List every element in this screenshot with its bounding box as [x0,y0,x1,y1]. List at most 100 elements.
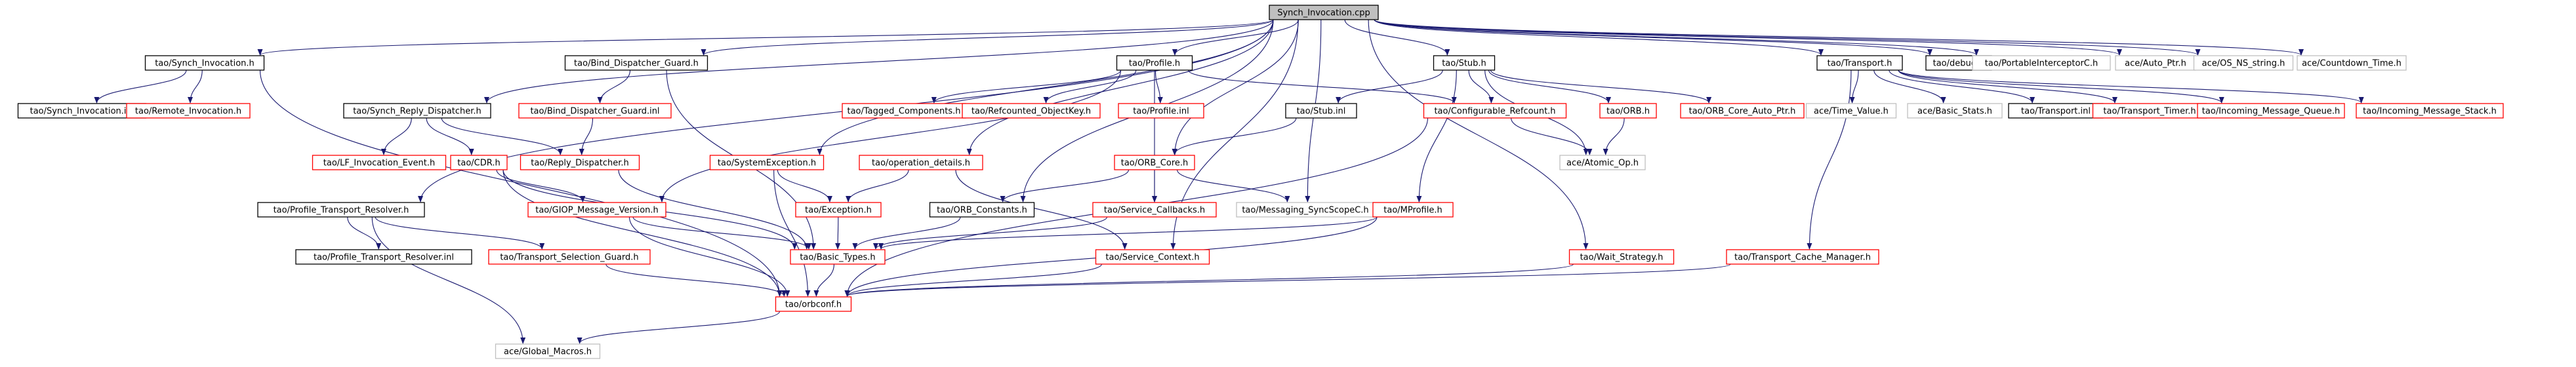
file-node-tr-cache-mgr[interactable]: tao/Transport_Cache_Manager.h [1726,249,1879,265]
edge-root-to-transport-h [1374,19,1824,56]
node-box [527,202,666,218]
file-node-atomic-op: ace/Atomic_Op.h [1559,155,1646,170]
file-node-orb-h[interactable]: tao/ORB.h [1599,103,1657,119]
file-node-reply-disp[interactable]: tao/Reply_Dispatcher.h [520,155,640,170]
file-node-root[interactable]: Synch_Invocation.cpp [1269,5,1379,20]
node-label: tao/Transport.h [1828,59,1892,69]
file-node-orbconf[interactable]: tao/orbconf.h [775,296,852,312]
file-node-profile-inl[interactable]: tao/Profile.inl [1118,103,1204,119]
file-node-giop-ver[interactable]: tao/GIOP_Message_Version.h [527,202,666,218]
edge-transport-h-to-basic-stats [1873,69,1946,104]
file-node-transport-inl[interactable]: tao/Transport.inl [2008,103,2104,119]
node-label: tao/MProfile.h [1383,206,1442,216]
node-label: tao/Synch_Invocation.h [155,59,255,69]
file-node-mprofile[interactable]: tao/MProfile.h [1372,202,1454,218]
node-label: tao/Remote_Invocation.h [135,107,241,117]
file-node-remote-inv[interactable]: tao/Remote_Invocation.h [126,103,251,119]
node-label: tao/Basic_Types.h [800,253,875,263]
node-label: tao/Transport_Selection_Guard.h [500,253,638,263]
node-label: tao/ORB_Constants.h [937,206,1027,216]
node-label: tao/Incoming_Message_Queue.h [2202,107,2340,117]
node-box [1092,202,1217,218]
node-box [859,155,983,170]
edge-conf-refcount-to-atomic-op [1511,117,1593,155]
file-node-conf-refcount[interactable]: tao/Configurable_Refcount.h [1423,103,1567,119]
node-box [962,103,1101,119]
edge-root-to-stub-h [1344,19,1450,56]
node-box [2356,103,2504,119]
file-node-stub-h[interactable]: tao/Stub.h [1433,55,1496,71]
node-label: ace/Global_Macros.h [504,347,592,357]
file-node-basic-types[interactable]: tao/Basic_Types.h [790,249,886,265]
node-box [312,155,447,170]
node-label: Synch_Invocation.cpp [1277,9,1370,18]
edge-root-to-auto-ptr [1374,19,2122,56]
node-box [144,55,265,71]
node-box [1726,249,1879,265]
edge-op-details-to-service-ctx [955,169,1128,250]
file-node-profile-tr-inl[interactable]: tao/Profile_Transport_Resolver.inl [295,249,472,265]
edge-stub-h-to-orb-h [1488,69,1611,104]
file-node-sys-exc[interactable]: tao/SystemException.h [709,155,825,170]
node-label: ace/Basic_Stats.h [1917,107,1992,117]
file-node-incoming-queue[interactable]: tao/Incoming_Message_Queue.h [2197,103,2345,119]
file-node-profile-h[interactable]: tao/Profile.h [1116,55,1193,71]
file-node-transport-h[interactable]: tao/Transport.h [1816,55,1903,71]
node-label: ace/Auto_Ptr.h [2125,59,2186,69]
edge-profile-tr-to-profile-tr-inl [347,216,382,250]
node-label: tao/CDR.h [457,159,500,168]
file-node-wait-strategy[interactable]: tao/Wait_Strategy.h [1568,249,1675,265]
edge-cdr-h-to-giop-ver [496,169,586,203]
node-label: tao/Bind_Dispatcher_Guard.inl [530,107,659,117]
file-node-synch-reply[interactable]: tao/Synch_Reply_Dispatcher.h [343,103,491,119]
node-box [1805,103,1897,119]
node-label: tao/Wait_Strategy.h [1580,253,1664,263]
node-label: ace/Countdown_Time.h [2302,59,2402,69]
edge-orb-core-to-messaging-ssc [1176,169,1290,203]
node-box [709,155,825,170]
file-node-synch-inv-inl[interactable]: tao/Synch_Invocation.inl [17,103,147,119]
file-node-service-cb[interactable]: tao/Service_Callbacks.h [1092,202,1217,218]
node-label: ace/Atomic_Op.h [1566,159,1639,168]
edge-stub-h-to-mprofile [1416,69,1457,203]
file-node-incoming-stack[interactable]: tao/Incoming_Message_Stack.h [2356,103,2504,119]
file-nodes: Synch_Invocation.cpp tao/Synch_Invocation… [17,5,2504,359]
edge-giop-ver-to-basic-types [632,216,811,250]
file-node-profile-tr[interactable]: tao/Profile_Transport_Resolver.h [257,202,425,218]
file-node-stub-inl[interactable]: tao/Stub.inl [1285,103,1357,119]
file-node-bind-disp-h[interactable]: tao/Bind_Dispatcher_Guard.h [564,55,708,71]
file-node-refcounted[interactable]: tao/Refcounted_ObjectKey.h [962,103,1101,119]
file-node-tr-sel-guard[interactable]: tao/Transport_Selection_Guard.h [488,249,651,265]
file-node-service-ctx[interactable]: tao/Service_Context.h [1095,249,1210,265]
file-node-bind-disp-inl[interactable]: tao/Bind_Dispatcher_Guard.inl [518,103,672,119]
node-box [1114,155,1195,170]
node-box [1599,103,1657,119]
node-label: ace/OS_NS_string.h [2202,59,2285,69]
file-node-op-details[interactable]: tao/operation_details.h [859,155,983,170]
file-node-transport-timer[interactable]: tao/Transport_Timer.h [2092,103,2207,119]
file-node-exception-h[interactable]: tao/Exception.h [795,202,882,218]
node-box [1423,103,1567,119]
edge-bind-disp-inl-to-reply-disp [579,117,594,155]
file-node-lf-inv-event[interactable]: tao/LF_Invocation_Event.h [312,155,447,170]
node-label: tao/Service_Context.h [1105,253,1199,263]
node-label: tao/Bind_Dispatcher_Guard.h [574,59,699,69]
file-node-cdr-h[interactable]: tao/CDR.h [450,155,508,170]
node-box [795,202,882,218]
node-box [1972,55,2111,71]
edge-stub-h-to-stub-inl [1336,69,1443,104]
node-label: tao/SystemException.h [718,159,816,168]
node-label: tao/Service_Callbacks.h [1104,206,1205,216]
node-label: tao/debug.h [1933,59,1985,69]
file-node-synch-inv-h[interactable]: tao/Synch_Invocation.h [144,55,265,71]
edge-orb-constants-to-basic-types [852,216,961,250]
file-node-auto-ptr: ace/Auto_Ptr.h [2115,55,2196,71]
edge-bind-disp-h-to-bind-disp-inl [597,69,631,104]
file-node-orb-core[interactable]: tao/ORB_Core.h [1114,155,1195,170]
node-box [1568,249,1675,265]
file-node-orb-core-auto[interactable]: tao/ORB_Core_Auto_Ptr.h [1680,103,1805,119]
file-node-tagged-comp[interactable]: tao/Tagged_Components.h [842,103,966,119]
node-box [1907,103,2003,119]
file-node-orb-constants[interactable]: tao/ORB_Constants.h [929,202,1035,218]
node-box [1095,249,1210,265]
